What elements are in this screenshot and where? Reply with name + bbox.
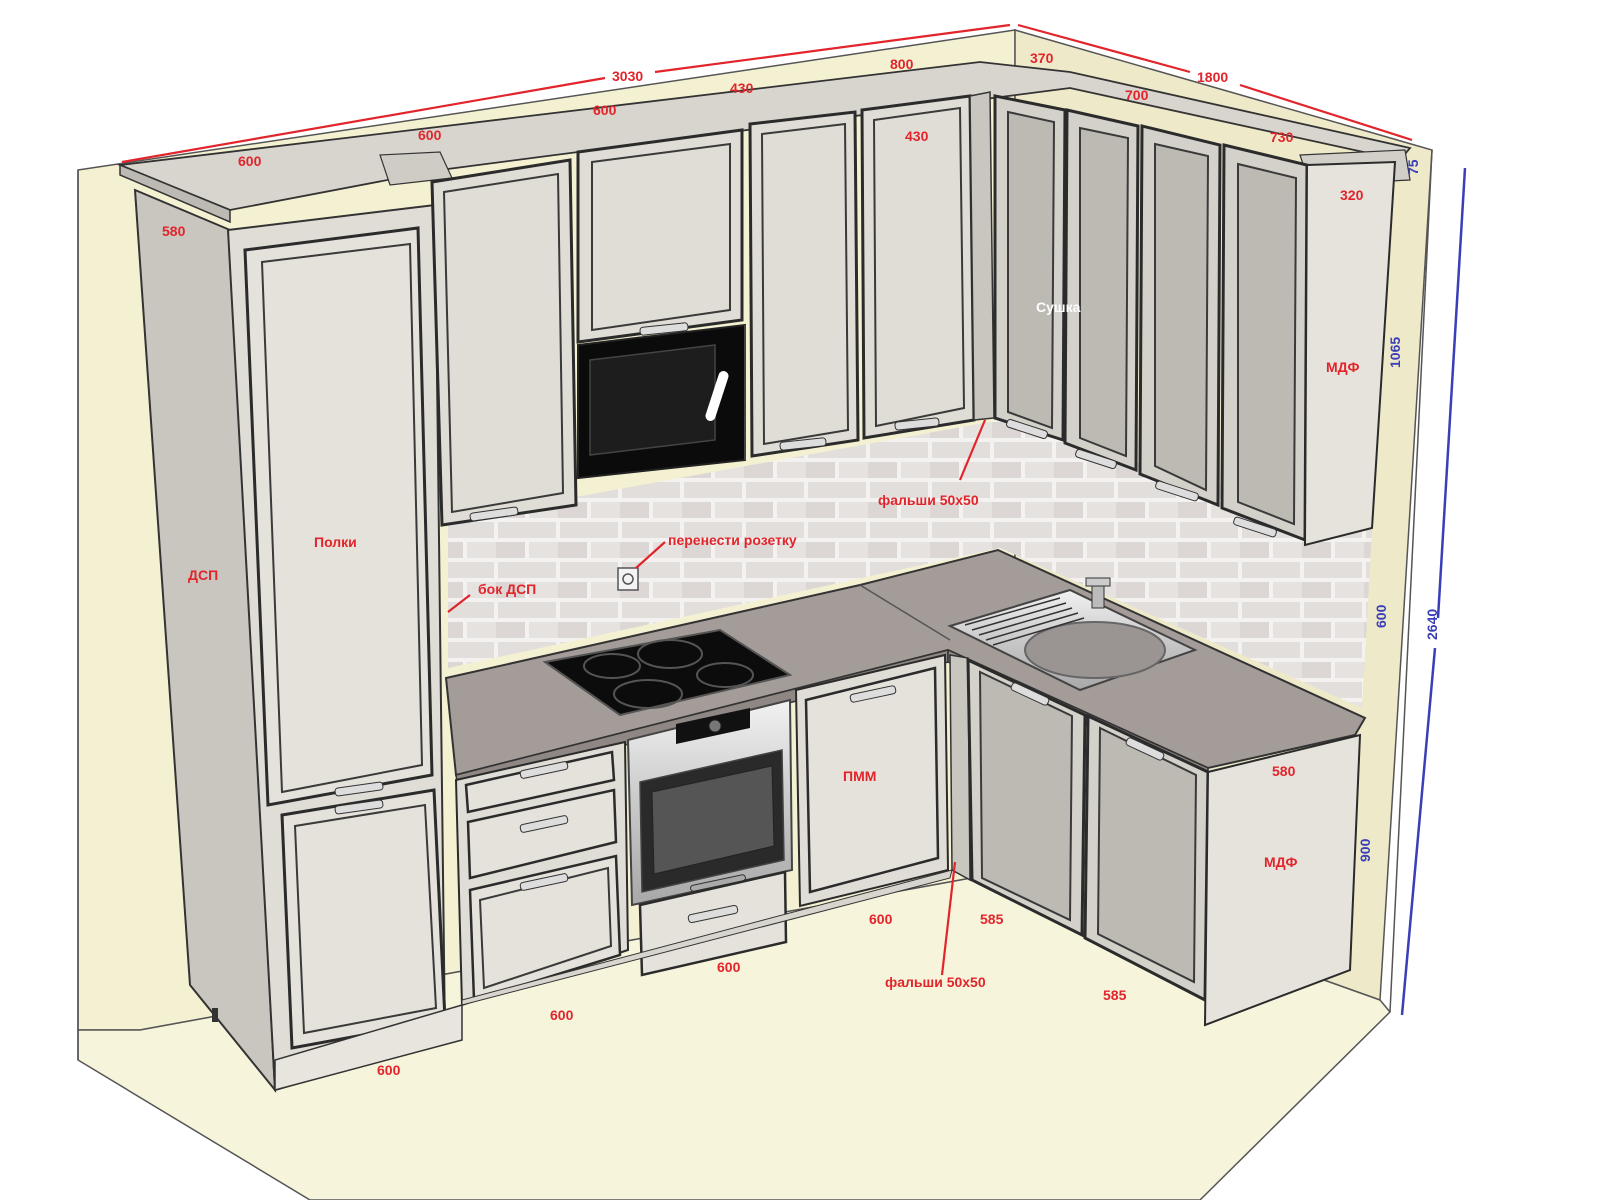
label-side-dsp: бок ДСП bbox=[478, 581, 536, 597]
labels-blue: 75 1065 600 2640 900 bbox=[1357, 159, 1440, 862]
dim-bottom-600-a: 600 bbox=[377, 1062, 401, 1078]
dim-depth-580-right: 580 bbox=[1272, 763, 1296, 779]
label-mdf-lower: МДФ bbox=[1264, 854, 1297, 870]
dim-top-total: 3030 bbox=[612, 68, 643, 84]
upper-cabinets-left bbox=[430, 91, 995, 527]
label-dishwasher: ПММ bbox=[843, 768, 876, 784]
dim-right-total: 1800 bbox=[1197, 69, 1228, 85]
base-cabinets-right bbox=[949, 654, 1362, 1027]
dim-height-2640: 2640 bbox=[1424, 609, 1440, 640]
dim-top-370: 370 bbox=[1030, 50, 1054, 66]
dimension-lines-blue bbox=[1400, 167, 1467, 1016]
dim-bottom-600-d: 600 bbox=[869, 911, 893, 927]
socket bbox=[617, 567, 639, 591]
labels-red: 3030 800 370 1800 430 700 600 600 430 73… bbox=[162, 50, 1364, 1078]
dim-top-700: 700 bbox=[1125, 87, 1149, 103]
label-mdf-upper: МДФ bbox=[1326, 359, 1359, 375]
plinth bbox=[274, 869, 953, 1091]
dim-bottom-600-b: 600 bbox=[550, 1007, 574, 1023]
dim-top-800: 800 bbox=[890, 56, 914, 72]
label-move-socket: перенести розетку bbox=[668, 532, 797, 548]
dim-top-430-b: 430 bbox=[905, 128, 929, 144]
dim-height-75: 75 bbox=[1405, 159, 1421, 175]
end-panel-mdf-upper bbox=[1303, 160, 1397, 547]
label-dsp: ДСП bbox=[188, 567, 218, 583]
dim-depth-580-left: 580 bbox=[162, 223, 186, 239]
handle bbox=[334, 799, 384, 815]
dim-height-1065: 1065 bbox=[1387, 337, 1403, 368]
label-shelves: Полки bbox=[314, 534, 357, 550]
dim-bottom-600-c: 600 bbox=[717, 959, 741, 975]
label-filler-top: фальши 50х50 bbox=[878, 492, 979, 508]
label-filler-bottom: фальши 50х50 bbox=[885, 974, 986, 990]
label-dryer: Сушка bbox=[1036, 299, 1081, 315]
end-panel-mdf-lower bbox=[1203, 733, 1362, 1027]
dim-top-730: 730 bbox=[1270, 129, 1294, 145]
dim-depth-320: 320 bbox=[1340, 187, 1364, 203]
backsplash bbox=[448, 420, 1372, 708]
cooktop bbox=[542, 628, 793, 717]
dishwasher-unit bbox=[794, 653, 950, 908]
tall-cabinet bbox=[133, 188, 447, 1094]
dim-top-600-a: 600 bbox=[238, 153, 262, 169]
dim-bottom-585-a: 585 bbox=[980, 911, 1004, 927]
upper-cabinets-right bbox=[993, 94, 1397, 547]
sink bbox=[947, 577, 1198, 692]
dim-top-600-c: 600 bbox=[593, 102, 617, 118]
dim-height-900: 900 bbox=[1357, 838, 1373, 862]
range-hood bbox=[577, 323, 746, 480]
dim-bottom-585-b: 585 bbox=[1103, 987, 1127, 1003]
dim-height-600: 600 bbox=[1373, 604, 1389, 628]
handle bbox=[334, 781, 384, 797]
base-drawer-unit bbox=[454, 740, 630, 1007]
tall-cabinet-lower-door bbox=[280, 788, 447, 1050]
tall-cabinet-upper-door bbox=[243, 226, 434, 807]
dim-top-430-a: 430 bbox=[730, 80, 754, 96]
dim-top-600-b: 600 bbox=[418, 127, 442, 143]
dimension-lines-red bbox=[121, 23, 1413, 976]
